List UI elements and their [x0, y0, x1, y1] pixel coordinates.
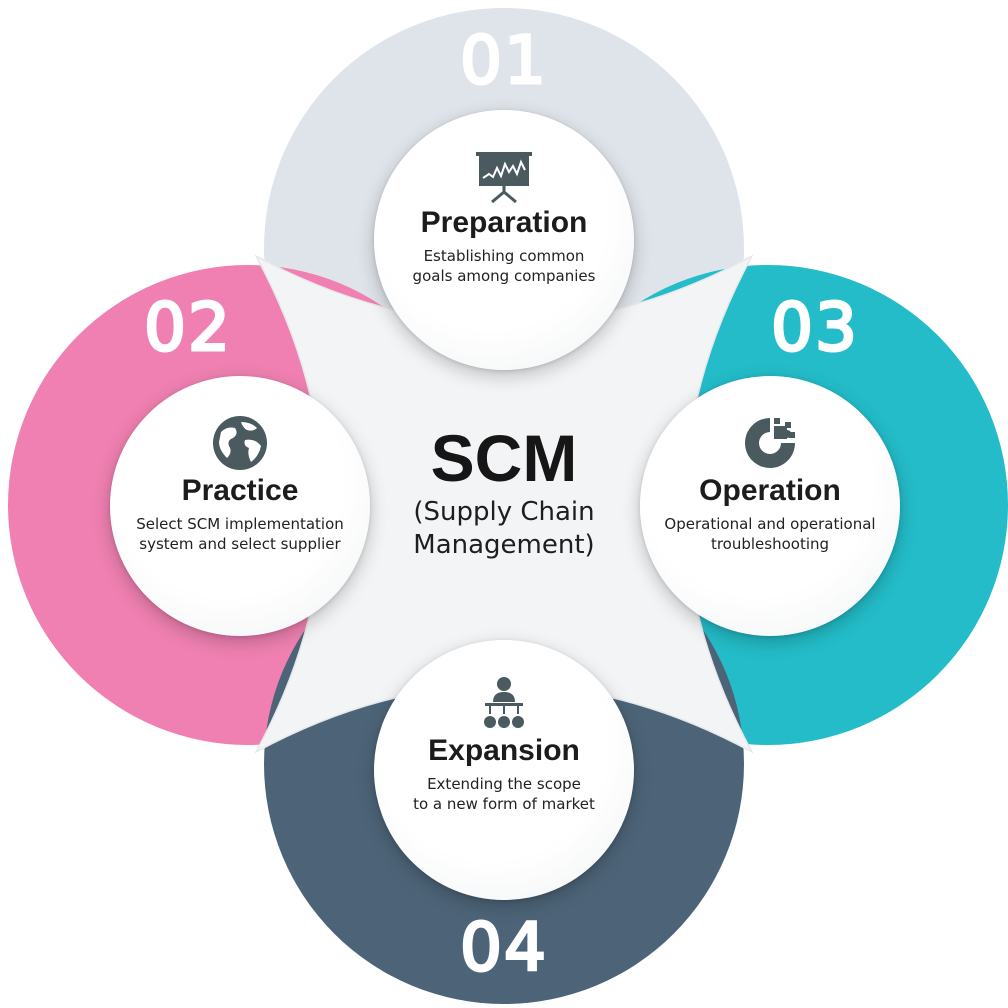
step-03-desc-line2: troubleshooting	[710, 535, 830, 553]
center-label: SCM (Supply Chain Management)	[384, 420, 624, 562]
step-01-desc-line2: goals among companies	[412, 267, 596, 285]
step-03-number: 03	[770, 289, 859, 366]
puzzle-gear-icon	[745, 418, 795, 468]
center-subtitle-line2: Management)	[413, 530, 595, 560]
presentation-chart-icon	[476, 152, 532, 204]
organization-icon	[484, 677, 524, 728]
step-01-card: Preparation Establishing common goals am…	[374, 150, 634, 286]
step-02-desc-line2: system and select supplier	[139, 535, 341, 553]
step-02-title: Practice	[181, 474, 299, 507]
step-04-number: 04	[459, 909, 548, 986]
step-02-desc-line1: Select SCM implementation	[136, 515, 344, 533]
step-03-card: Operation Operational and operational tr…	[640, 414, 900, 554]
step-04-desc-line1: Extending the scope	[427, 775, 581, 793]
center-title: SCM	[430, 421, 578, 495]
step-01-desc-line1: Establishing common	[423, 247, 585, 265]
step-04-card: Expansion Extending the scope to a new f…	[374, 676, 634, 814]
step-04-title: Expansion	[428, 734, 580, 767]
step-04-desc-line2: to a new form of market	[413, 795, 595, 813]
step-02-number: 02	[143, 289, 232, 366]
globe-icon	[213, 416, 267, 470]
step-01-number: 01	[459, 22, 548, 99]
step-02-card: Practice Select SCM implementation syste…	[110, 414, 370, 554]
step-01-title: Preparation	[420, 206, 588, 239]
step-03-desc-line1: Operational and operational	[664, 515, 876, 533]
step-03-title: Operation	[699, 474, 841, 507]
center-subtitle-line1: (Supply Chain	[413, 497, 595, 527]
